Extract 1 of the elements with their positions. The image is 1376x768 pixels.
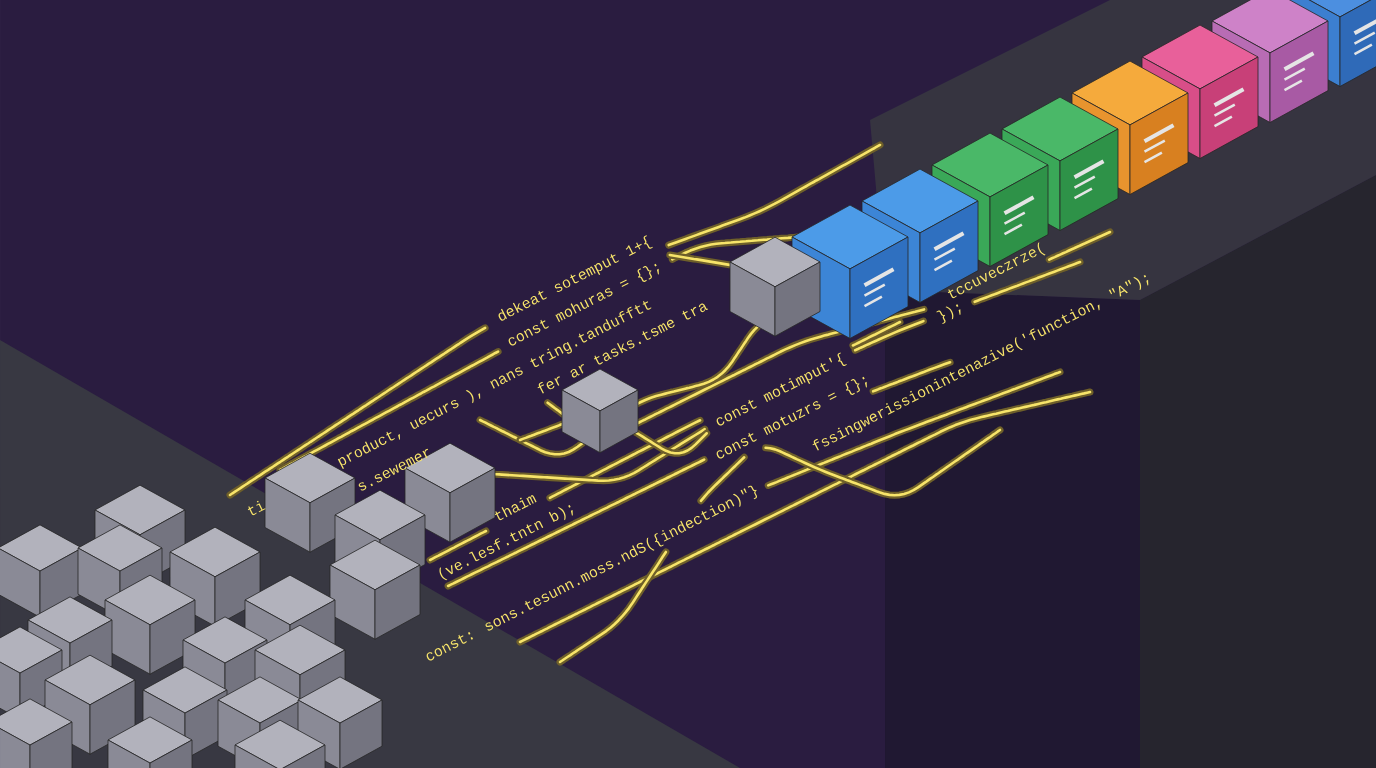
code-text: ti	[247, 500, 266, 516]
